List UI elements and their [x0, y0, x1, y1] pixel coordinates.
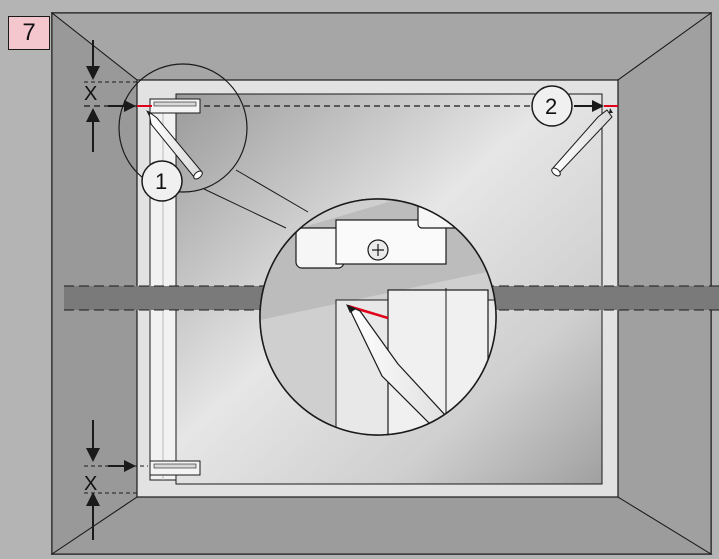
svg-text:1: 1: [155, 169, 167, 194]
callout-1: 1: [141, 160, 183, 202]
dimension-label-bottom: X: [84, 473, 97, 495]
mounting-bracket-icon: [149, 98, 201, 114]
detail-magnifier: [259, 198, 497, 436]
pencil-icon: [146, 110, 203, 180]
step-number-badge: 7: [8, 16, 50, 50]
svg-text:2: 2: [545, 94, 557, 119]
dimension-top: X: [84, 40, 136, 152]
mounting-bracket-icon: [149, 460, 201, 476]
dimension-bottom: X: [84, 420, 136, 540]
pencil-icon: [551, 108, 613, 177]
magnifier-circle-icon: [118, 63, 248, 193]
window-reveal: [50, 12, 713, 81]
callout-2: 2: [531, 85, 604, 127]
dimension-label-top: X: [84, 83, 97, 105]
